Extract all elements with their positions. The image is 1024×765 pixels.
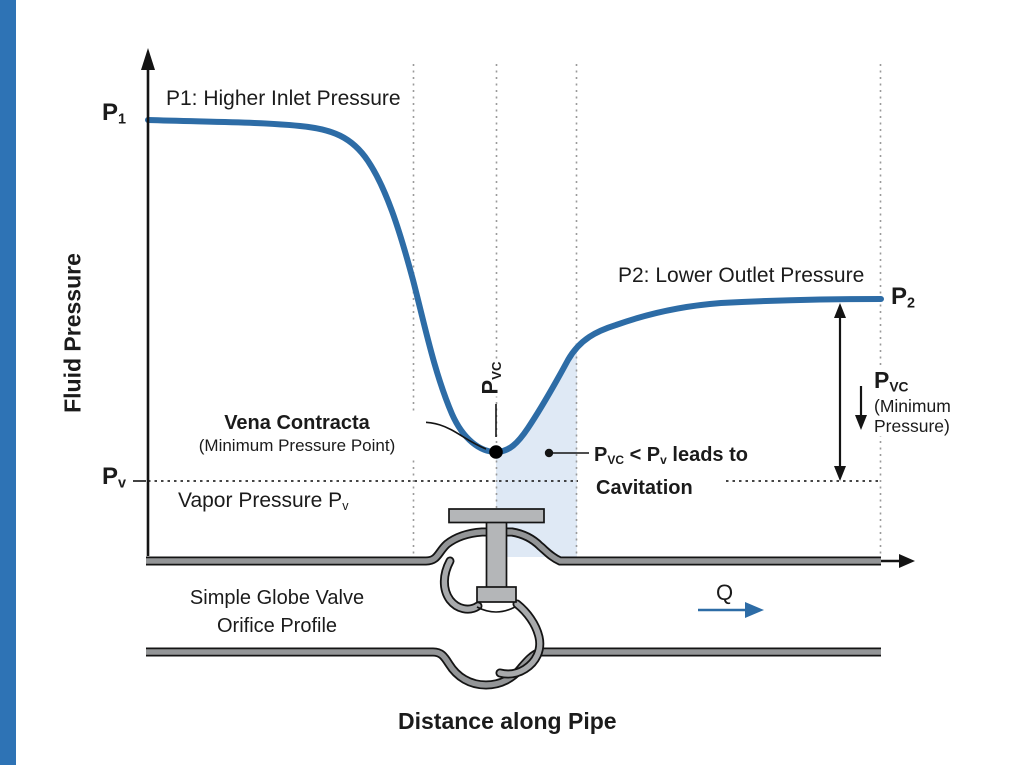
- globe-valve-profile: [146, 508, 881, 685]
- p1-annotation: P1: Higher Inlet Pressure: [166, 87, 401, 110]
- flow-symbol-label: Q: [716, 580, 734, 605]
- cavitation-zone-shading: [496, 350, 577, 557]
- pvc-dip-label: PVC: [477, 359, 505, 397]
- x-axis-title: Distance along Pipe: [398, 708, 617, 734]
- cavitation-leader-dot: [544, 448, 554, 458]
- vena-contracta-markers: [407, 404, 589, 459]
- pvc-range-arrow-bottom-head: [834, 466, 846, 481]
- vena-contracta-title: Vena Contracta: [224, 412, 370, 434]
- p2-axis-label: P2: [891, 283, 916, 312]
- pvc-min-line3: Pressure): [874, 415, 950, 436]
- y-axis-arrowhead: [141, 48, 155, 70]
- flow-arrow: [698, 602, 764, 618]
- cavitation-note-line2: Cavitation: [594, 474, 695, 502]
- vena-contracta-subtitle: (Minimum Pressure Point): [198, 435, 396, 455]
- valve-handle: [448, 508, 545, 524]
- dotted-reference-lines: [133, 64, 882, 556]
- pvc-min-line2: (Minimum: [874, 395, 951, 416]
- p2-annotation: P2: Lower Outlet Pressure: [618, 264, 865, 287]
- vena-contracta-point: [489, 445, 503, 459]
- valve-caption-line2: Orifice Profile: [216, 615, 338, 637]
- valve-seat-hook: [444, 561, 478, 609]
- pv-axis-label: Pv: [102, 463, 127, 492]
- valve-stem: [485, 520, 508, 590]
- accent-bar: [0, 0, 16, 765]
- pvc-range-arrow-top-head: [834, 303, 846, 318]
- cavitation-note-line1: PVC < Pv leads to: [594, 444, 748, 467]
- measurement-arrows: [834, 303, 867, 481]
- x-axis-arrowhead: [899, 554, 915, 568]
- p1-axis-label: P1: [102, 99, 127, 128]
- valve-caption-line1: Simple Globe Valve: [189, 587, 365, 609]
- pvc-min-title: PVC: [874, 367, 909, 395]
- valve-plug: [476, 586, 517, 603]
- axes-lines: [141, 48, 915, 568]
- flow-arrow-head: [745, 602, 764, 618]
- cavitation-note: PVC < Pv leads to Cavitation: [594, 441, 748, 502]
- valve-caption: Simple Globe Valve Orifice Profile: [177, 584, 377, 640]
- pvc-min-label: PVC (Minimum Pressure): [872, 367, 953, 436]
- vapor-pressure-label: Vapor Pressure Pv: [178, 489, 349, 514]
- pvc-min-down-arrow-head: [855, 415, 867, 430]
- pipe-bottom-wall-outline: [146, 652, 881, 685]
- y-axis-title: Fluid Pressure: [59, 253, 86, 413]
- pressure-curve: [145, 117, 884, 456]
- vena-contracta-label: Vena Contracta (Minimum Pressure Point): [168, 412, 426, 456]
- valve-seat-arc: [476, 606, 516, 613]
